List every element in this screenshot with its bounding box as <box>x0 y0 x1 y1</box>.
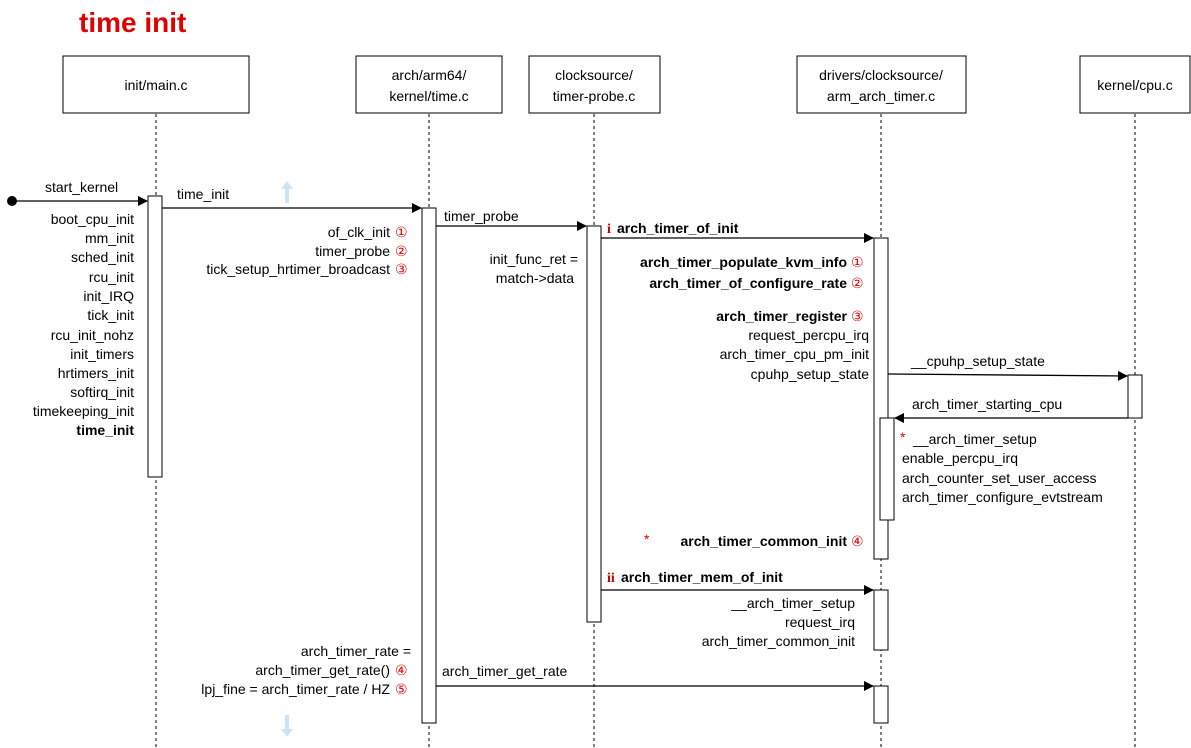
time-call-timer-probe: timer_probe <box>315 243 390 259</box>
register-call: cpuhp_setup_state <box>751 366 870 382</box>
message-cpuhp-setup-state: __cpuhp_setup_state <box>910 353 1045 369</box>
marker-2: ② <box>851 276 864 292</box>
message-time-init: time_init <box>177 186 229 202</box>
main-call: softirq_init <box>70 384 134 400</box>
mem-call: request_irq <box>785 614 855 630</box>
main-call-time-init: time_init <box>76 422 134 438</box>
mem-call: arch_timer_common_init <box>702 633 855 649</box>
marker-5: ⑤ <box>395 682 408 698</box>
message-start-kernel: start_kernel <box>45 179 118 195</box>
marker-roman-ii: ii <box>607 571 615 586</box>
arch-call-common-init: arch_timer_common_init <box>681 533 848 549</box>
main-call: hrtimers_init <box>58 365 134 381</box>
lifeline-box-arch <box>796 55 967 114</box>
main-call: rcu_init <box>89 269 134 285</box>
mem-call: __arch_timer_setup <box>730 595 855 611</box>
message-arch-timer-mem-of-init: arch_timer_mem_of_init <box>621 569 783 585</box>
main-call: mm_init <box>85 230 134 246</box>
lifeline-box-probe <box>528 55 661 114</box>
lifeline-box-time <box>355 55 503 114</box>
lifeline-box-main <box>62 55 250 114</box>
probe-note-2: match->data <box>496 270 574 286</box>
probe-note-1: init_func_ret = <box>490 251 578 267</box>
marker-2: ② <box>395 244 408 260</box>
main-call: timekeeping_init <box>33 403 134 419</box>
marker-star: * <box>644 531 650 547</box>
marker-1: ① <box>395 225 408 241</box>
setup-call: arch_counter_set_user_access <box>902 470 1097 486</box>
message-arch-timer-starting-cpu: arch_timer_starting_cpu <box>912 396 1062 412</box>
lifeline-box-cpu <box>1079 55 1191 114</box>
main-call: init_IRQ <box>83 288 134 304</box>
marker-3: ③ <box>395 262 408 278</box>
main-call: boot_cpu_init <box>51 211 134 227</box>
marker-4: ④ <box>851 534 864 550</box>
activation-cpu <box>1127 374 1143 419</box>
time-call-of-clk-init: of_clk_init <box>328 224 390 240</box>
activation-arch-mem <box>873 589 889 651</box>
arrow-down-icon <box>281 715 293 737</box>
marker-4: ④ <box>395 663 408 679</box>
setup-call: __arch_timer_setup <box>912 431 1037 447</box>
lifeline-label-main: init/main.c <box>124 77 187 93</box>
start-dot <box>7 196 17 206</box>
message-arch-timer-get-rate: arch_timer_get_rate <box>442 663 568 679</box>
arrow-up-icon <box>281 181 293 203</box>
lifeline-label-probe-2: timer-probe.c <box>553 88 635 104</box>
lifeline-label-time-2: kernel/time.c <box>389 88 468 104</box>
rate-call: arch_timer_get_rate() <box>255 662 390 678</box>
marker-roman-i: i <box>607 222 611 237</box>
diagram-title: time init <box>79 7 186 38</box>
register-call: request_percpu_irq <box>748 327 869 343</box>
time-call-tick-setup: tick_setup_hrtimer_broadcast <box>206 261 390 277</box>
main-call: init_timers <box>70 346 134 362</box>
main-call: rcu_init_nohz <box>51 327 134 343</box>
main-call: tick_init <box>87 307 134 323</box>
activation-arch-setup <box>879 417 895 521</box>
arch-call-configure-rate: arch_timer_of_configure_rate <box>649 275 847 291</box>
activation-main <box>147 195 163 478</box>
lifeline-label-arch-1: drivers/clocksource/ <box>819 67 943 83</box>
rate-call: lpj_fine = arch_timer_rate / HZ <box>201 681 390 697</box>
message-cpuhp-setup-state-arrow <box>887 370 1128 381</box>
lifeline-label-time-1: arch/arm64/ <box>392 67 467 83</box>
lifeline-label-cpu: kernel/cpu.c <box>1097 77 1172 93</box>
register-call: arch_timer_cpu_pm_init <box>720 346 870 362</box>
marker-3: ③ <box>851 309 864 325</box>
setup-call: arch_timer_configure_evtstream <box>902 489 1103 505</box>
activation-arch-rate <box>873 685 889 724</box>
activation-time <box>421 207 437 724</box>
main-call: sched_init <box>71 249 134 265</box>
marker-star: * <box>900 429 906 445</box>
rate-call: arch_timer_rate = <box>301 643 411 659</box>
message-timer-probe: timer_probe <box>444 208 519 224</box>
message-arch-timer-of-init: arch_timer_of_init <box>617 220 739 236</box>
arch-call-register: arch_timer_register <box>716 308 847 324</box>
activation-probe <box>586 225 602 623</box>
lifeline-label-probe-1: clocksource/ <box>555 67 633 83</box>
marker-1: ① <box>851 255 864 271</box>
setup-call: enable_percpu_irq <box>902 450 1018 466</box>
arch-call-populate-kvm: arch_timer_populate_kvm_info <box>640 254 847 270</box>
lifeline-label-arch-2: arm_arch_timer.c <box>827 88 935 104</box>
